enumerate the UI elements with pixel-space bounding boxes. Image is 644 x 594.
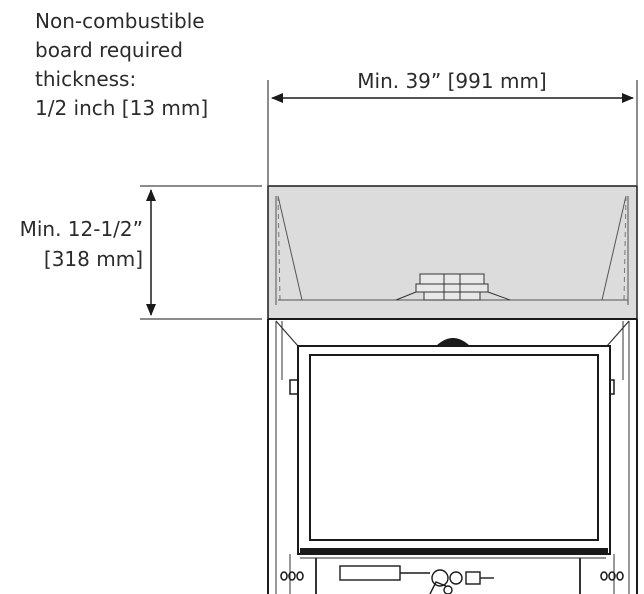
bottom-sill <box>300 548 608 554</box>
glass-panel <box>309 354 599 541</box>
board-note-line-2: board required <box>35 38 183 62</box>
right-vent-holes <box>600 571 624 581</box>
right-shoulder <box>606 320 630 347</box>
width-dimension-label: Min. 39” [991 mm] <box>357 69 546 93</box>
left-shoulder <box>275 320 299 347</box>
board-note: Non-combustible board required thickness… <box>35 9 208 120</box>
board-right-slant <box>601 195 627 301</box>
board-note-line-3: thickness: <box>35 67 136 91</box>
noncombustible-board <box>267 185 638 320</box>
board-note-line-4: 1/2 inch [13 mm] <box>35 96 208 120</box>
top-knob <box>436 338 470 346</box>
height-dimension: Min. 12-1/2” [318 mm] <box>20 185 262 320</box>
gas-valve-assembly <box>339 565 494 594</box>
height-dimension-line-2: [318 mm] <box>44 247 143 271</box>
board-note-line-1: Non-combustible <box>35 9 205 33</box>
left-vent-holes <box>280 571 304 581</box>
board-left-slant <box>277 195 303 301</box>
fireplace-unit <box>267 318 638 594</box>
width-dimension: Min. 39” [991 mm] <box>267 69 638 185</box>
height-dimension-line-1: Min. 12-1/2” <box>20 217 143 241</box>
vent-collar <box>395 273 511 301</box>
